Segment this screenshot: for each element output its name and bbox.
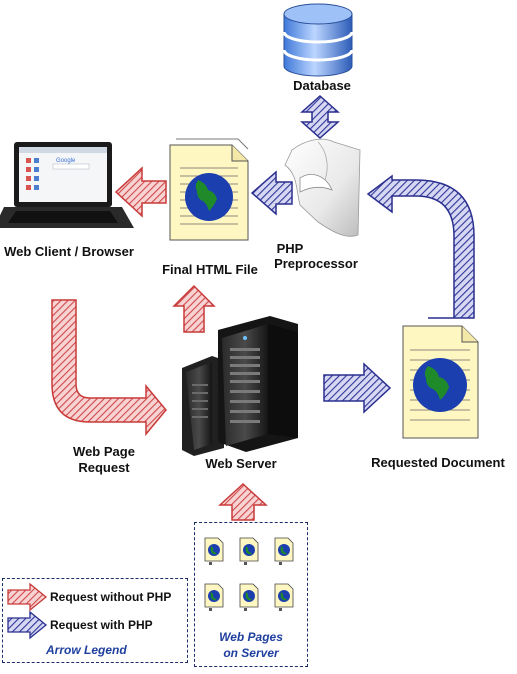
web-pages-title: Web Pages on Server xyxy=(197,629,305,661)
browser-screen-brand: Google xyxy=(56,158,76,164)
web-pages-title-line1: Web Pages xyxy=(219,630,283,644)
web-pages-box xyxy=(194,522,308,667)
legend-blue-arrow xyxy=(7,610,48,640)
web-server-icon xyxy=(182,316,298,456)
database-label: Database xyxy=(293,78,351,93)
client-to-server-arrow xyxy=(51,299,167,437)
web-page-request-label-line2: Request xyxy=(78,460,130,475)
database-icon xyxy=(282,3,354,77)
legend-red-label: Request without PHP xyxy=(50,590,172,604)
requested-document-label: Requested Document xyxy=(371,455,505,470)
php-preprocessor-icon xyxy=(284,138,361,237)
db-php-double-arrow xyxy=(300,94,340,140)
web-server-label: Web Server xyxy=(205,456,277,471)
legend-red-arrow xyxy=(7,582,48,612)
final-html-document-icon xyxy=(169,138,249,241)
html-to-client-arrow xyxy=(114,166,167,218)
arrow-legend-box xyxy=(2,578,188,663)
client-label: Web Client / Browser xyxy=(4,244,134,259)
php-preprocessor-label-line2: Preprocessor xyxy=(274,256,358,271)
web-page-request-label-line1: Web Page xyxy=(73,444,135,459)
server-to-html-arrow xyxy=(172,284,216,333)
php-preprocessor-label-line1: PHP xyxy=(276,241,304,256)
php-to-html-arrow xyxy=(250,170,293,216)
final-html-label: Final HTML File xyxy=(162,262,258,277)
laptop-icon xyxy=(0,142,134,228)
requested-document-icon xyxy=(402,325,479,439)
server-to-document-arrow xyxy=(323,362,392,414)
legend-blue-label: Request with PHP xyxy=(50,618,153,632)
legend-title: Arrow Legend xyxy=(46,643,127,657)
pages-to-server-arrow xyxy=(218,482,268,521)
web-pages-title-line2: on Server xyxy=(223,646,279,660)
document-to-php-arrow xyxy=(366,174,475,319)
